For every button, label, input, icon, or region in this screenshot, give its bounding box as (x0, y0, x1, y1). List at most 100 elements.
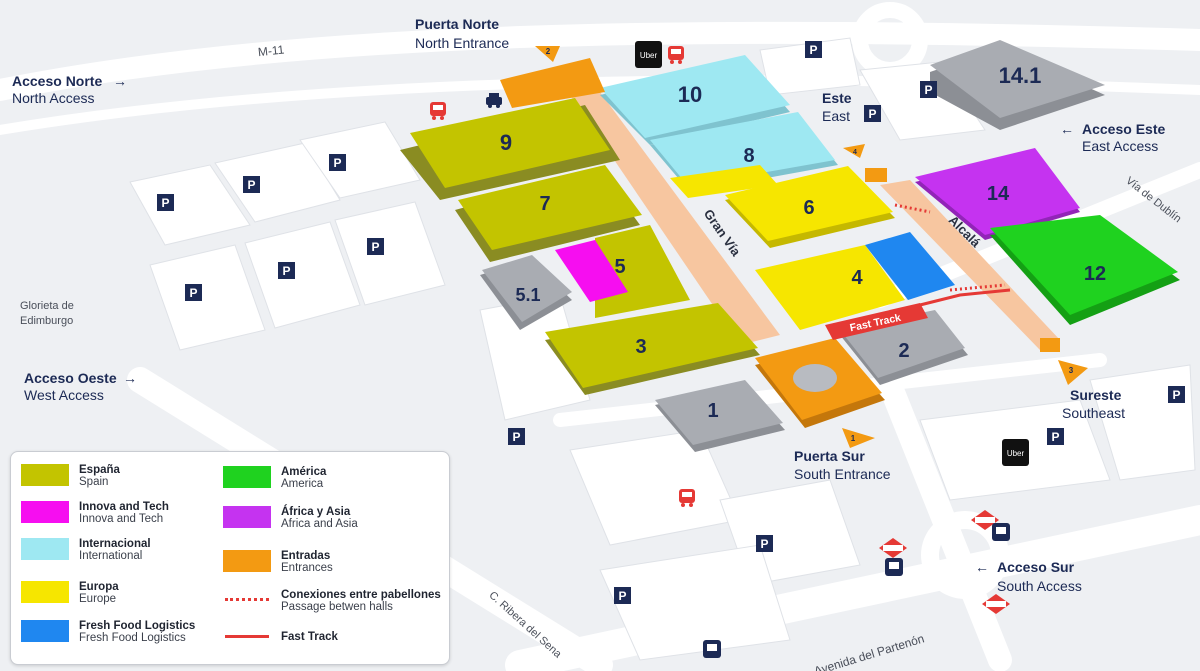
parking-icon: P (805, 41, 822, 58)
svg-text:P: P (924, 83, 932, 97)
metro-icon (982, 594, 1010, 614)
bus-stop-icon (992, 523, 1010, 541)
svg-text:P: P (161, 196, 169, 210)
access-norte-en: North Access (12, 90, 94, 106)
entrance-north-block (500, 58, 605, 108)
legend-label-en: Africa and Asia (281, 518, 358, 530)
hall-5-1[interactable] (482, 255, 572, 322)
entrance-este-es: Este (822, 90, 852, 106)
m11-label: M-11 (257, 42, 285, 59)
hall-9[interactable] (410, 98, 610, 188)
hall-8[interactable] (650, 112, 835, 186)
arrow-right-icon: → (123, 370, 137, 386)
uber-icon: Uber (1002, 439, 1029, 466)
legend-label-en: Entrances (281, 562, 333, 574)
south-entrance-court (793, 364, 837, 392)
svg-text:P: P (333, 156, 341, 170)
entrance-marker-3[interactable]: 3 (1058, 360, 1088, 385)
svg-text:P: P (189, 286, 197, 300)
hall-5-innova[interactable] (555, 240, 628, 302)
legend-label-en: Spain (79, 476, 109, 488)
hall-1[interactable] (655, 380, 783, 445)
access-sur-en: South Access (997, 578, 1082, 594)
uber-icon: Uber (635, 41, 662, 68)
access-norte-es: Acceso Norte (12, 73, 102, 89)
entrance-marker-4[interactable]: 4 (843, 144, 865, 158)
svg-text:Uber: Uber (640, 51, 658, 60)
legend-label: Internacional (79, 538, 151, 550)
legend-label: Fast Track (281, 631, 338, 643)
legend-label: Innova and Tech (79, 501, 169, 513)
entrance-sureste-en: Southeast (1062, 405, 1125, 421)
hall-14-label: 14 (987, 183, 1010, 205)
parking-icon: P (508, 428, 525, 445)
parking-icon: P (243, 176, 260, 193)
entrance-sur[interactable]: Puerta Sur South Entrance (794, 448, 891, 482)
legend-label: Europa (79, 581, 119, 593)
svg-text:P: P (1172, 388, 1180, 402)
hall-6-label: 6 (803, 197, 814, 219)
parking-icon: P (329, 154, 346, 171)
entrance-sureste[interactable]: Sureste Southeast (1062, 387, 1125, 421)
legend-label: España (79, 464, 120, 476)
svg-text:P: P (1051, 430, 1059, 444)
entrance-este[interactable]: Este East (822, 90, 852, 124)
legend-label-en: America (281, 478, 324, 490)
legend-swatch (21, 501, 69, 523)
legend-label: Conexiones entre pabellones (281, 589, 441, 601)
access-este-es: Acceso Este (1082, 121, 1165, 137)
legend-label: América (281, 466, 327, 478)
legend-label-en: Europe (79, 593, 117, 605)
entrance-norte[interactable]: Puerta Norte North Entrance (415, 16, 509, 51)
hall-7[interactable] (458, 165, 642, 250)
access-oeste-en: West Access (24, 387, 104, 403)
bus-stop-icon (703, 640, 721, 658)
access-sur-es: Acceso Sur (997, 559, 1075, 575)
access-oeste[interactable]: Acceso Oeste → West Access (24, 370, 137, 403)
access-norte[interactable]: Acceso Norte → North Access (12, 73, 127, 106)
svg-text:P: P (868, 107, 876, 121)
hall-2-label: 2 (898, 340, 909, 362)
svg-text:P: P (760, 537, 768, 551)
taxi-icon (486, 93, 502, 108)
hall-14[interactable] (915, 148, 1080, 235)
hall-10[interactable] (600, 55, 790, 138)
parking-icon: P (185, 284, 202, 301)
legend-swatch (21, 620, 69, 642)
parking-icon: P (864, 105, 881, 122)
entrance-norte-en: North Entrance (415, 35, 509, 51)
hall-4[interactable] (755, 245, 905, 330)
hall-6[interactable] (725, 166, 893, 241)
hall-5[interactable] (595, 225, 690, 318)
marker-1-label: 1 (851, 434, 856, 443)
hall-4-fresh-food[interactable] (865, 232, 955, 300)
legend-label: Fresh Food Logistics (79, 620, 196, 632)
parking-icon: P (278, 262, 295, 279)
hall-3[interactable] (545, 303, 758, 388)
hall-12[interactable] (990, 215, 1178, 315)
access-este[interactable]: ← Acceso Este East Access (1060, 121, 1165, 154)
glorieta-label-1: Glorieta de (20, 300, 74, 312)
entrance-marker-1[interactable]: 1 (842, 428, 875, 448)
parking-icon: P (157, 194, 174, 211)
parking-icon: P (367, 238, 384, 255)
legend-dotted-line (223, 589, 271, 611)
svg-text:P: P (247, 178, 255, 192)
access-sur[interactable]: ← Acceso Sur South Access (975, 559, 1082, 594)
hall-3-label: 3 (635, 336, 646, 358)
parking-icon: P (1168, 386, 1185, 403)
parking-icon: P (920, 81, 937, 98)
hall-14-1[interactable] (930, 40, 1105, 118)
entrance-marker-2[interactable]: 2 (535, 46, 560, 62)
legend-swatch (21, 581, 69, 603)
parking-icon: P (1047, 428, 1064, 445)
svg-text:Uber: Uber (1007, 449, 1025, 458)
svg-text:P: P (512, 430, 520, 444)
entrance-este-en: East (822, 108, 850, 124)
hall-10-label: 10 (678, 82, 702, 107)
arrow-right-icon: → (113, 73, 127, 89)
